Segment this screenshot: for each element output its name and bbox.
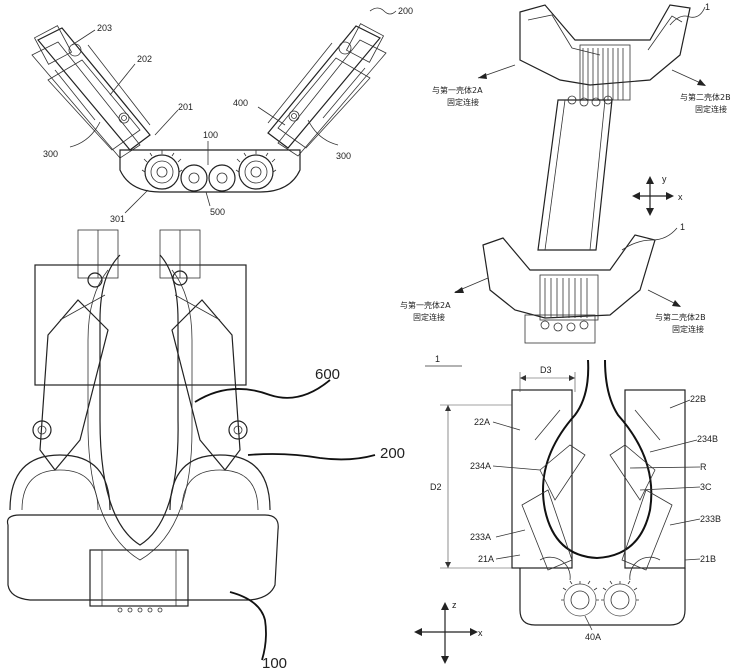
label-21b: 21B bbox=[700, 554, 716, 564]
axis-z-label: z bbox=[452, 600, 457, 610]
label-22a: 22A bbox=[474, 417, 490, 427]
label-200-top: 200 bbox=[398, 6, 413, 16]
label-200-bottom: 200 bbox=[380, 445, 405, 462]
text-left-bot-2: 固定连接 bbox=[413, 312, 445, 322]
gear-train bbox=[141, 150, 277, 192]
base-block bbox=[6, 514, 279, 601]
axes-zx: z x bbox=[414, 600, 483, 664]
strap-loop bbox=[542, 359, 653, 560]
label-21a: 21A bbox=[478, 554, 494, 564]
gears-40a bbox=[539, 556, 661, 617]
text-right-bot-2: 固定连接 bbox=[672, 324, 704, 334]
label-234a: 234A bbox=[470, 461, 491, 471]
text-right-top-1: 与第二壳体2B bbox=[680, 92, 731, 102]
axis-x-label-bottom: x bbox=[478, 628, 483, 638]
label-d3: D3 bbox=[540, 365, 552, 375]
label-d2: D2 bbox=[430, 482, 442, 492]
text-right-bot-1: 与第二壳体2B bbox=[655, 312, 706, 322]
label-1-top: 1 bbox=[705, 2, 710, 12]
label-100-top: 100 bbox=[203, 130, 218, 140]
label-100-bottom: 100 bbox=[262, 655, 287, 672]
label-201: 201 bbox=[178, 102, 193, 112]
right-arm bbox=[267, 23, 387, 157]
label-1-bottom: 1 bbox=[435, 354, 440, 364]
label-600: 600 bbox=[315, 366, 340, 383]
label-301: 301 bbox=[110, 214, 125, 224]
label-300-right: 300 bbox=[336, 151, 351, 161]
figure-top-left-gripper: 203 200 202 201 400 100 300 300 301 500 bbox=[31, 6, 413, 224]
label-500: 500 bbox=[210, 207, 225, 217]
base-feet bbox=[117, 607, 163, 613]
figure-bottom-right-section: 1 D3 bbox=[414, 354, 721, 664]
text-left-top-2: 固定连接 bbox=[447, 97, 479, 107]
label-3c: 3C bbox=[700, 482, 712, 492]
label-202: 202 bbox=[137, 54, 152, 64]
label-203: 203 bbox=[97, 23, 112, 33]
text-right-top-2: 固定连接 bbox=[695, 104, 727, 114]
axis-x-label: x bbox=[678, 192, 683, 202]
text-left-top-1: 与第一壳体2A bbox=[432, 85, 483, 95]
housing-top bbox=[34, 264, 247, 386]
figure-bottom-left-device: 600 200 100 bbox=[6, 229, 405, 672]
figure-top-right-strap: 1 1 与第一壳体2A 固定连接 与第二壳体2B 固定连接 与第一壳体2A 固定… bbox=[400, 2, 731, 344]
axes-xy bbox=[632, 176, 674, 216]
label-40a: 40A bbox=[585, 632, 601, 642]
top-comb bbox=[582, 48, 624, 100]
label-22b: 22B bbox=[690, 394, 706, 404]
text-left-bot-1: 与第一壳体2A bbox=[400, 300, 451, 310]
label-r: R bbox=[700, 462, 707, 472]
axis-y-label: y bbox=[662, 174, 667, 184]
top-bracket bbox=[519, 4, 691, 107]
label-234b: 234B bbox=[697, 434, 718, 444]
label-300-left: 300 bbox=[43, 149, 58, 159]
label-400: 400 bbox=[233, 98, 248, 108]
label-233b: 233B bbox=[700, 514, 721, 524]
label-233a: 233A bbox=[470, 532, 491, 542]
bottom-bracket bbox=[482, 234, 656, 344]
label-1-mid: 1 bbox=[680, 222, 685, 232]
left-arm bbox=[31, 25, 151, 159]
